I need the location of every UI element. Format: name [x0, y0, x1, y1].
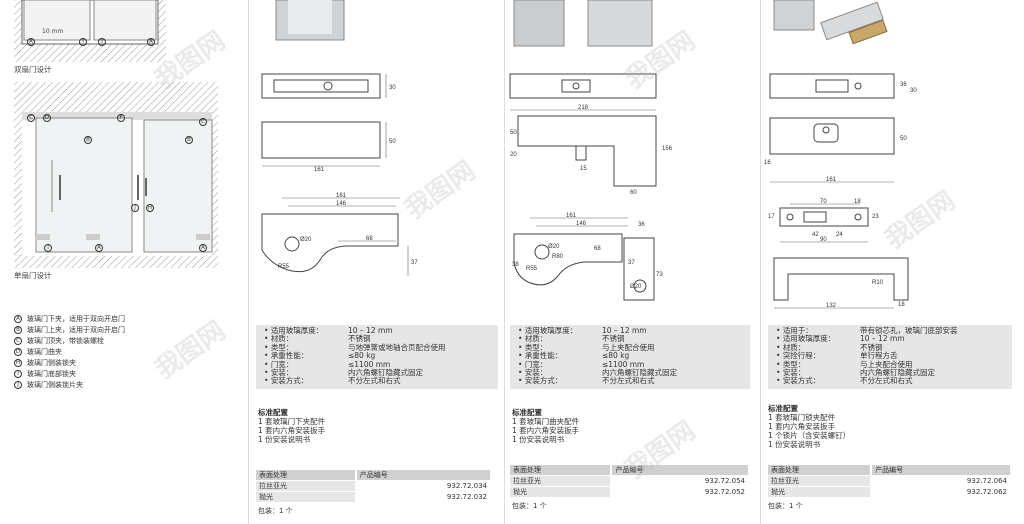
single-door-caption: 单扇门设计 [14, 271, 52, 280]
svg-text:68: 68 [594, 246, 601, 252]
svg-text:38: 38 [512, 262, 519, 268]
svg-text:161: 161 [566, 213, 577, 219]
svg-text:16: 16 [764, 160, 771, 166]
svg-text:37: 37 [628, 260, 635, 266]
gap-dimension: 10 mm [42, 28, 64, 35]
svg-text:15: 15 [580, 166, 587, 172]
svg-text:90: 90 [820, 237, 827, 243]
lock-fitting-drawing: 36 30 50 161 16 70 18 42 24 90 17 23 R10… [764, 0, 917, 309]
svg-text:156: 156 [662, 146, 673, 152]
packaging: 包装：1 个 [258, 507, 293, 515]
svg-text:146: 146 [336, 201, 347, 207]
svg-text:R80: R80 [552, 254, 564, 260]
marker-a: A [199, 234, 212, 253]
svg-text:Ø20: Ø20 [300, 237, 312, 243]
standard-config: 标准配置 1 套玻璃门曲夹配件 1 套内六角安装扳手 1 份安装说明书 [512, 408, 580, 444]
spec-panel: 适用于：带有锁芯孔，玻璃门底部安装 适用玻璃厚度：10 – 12 mm 材质：不… [768, 325, 1012, 389]
column-divider [760, 0, 761, 524]
marker-b: B [84, 126, 97, 145]
svg-text:60: 60 [630, 190, 637, 196]
marker-d: D [43, 114, 51, 122]
marker-f: F [117, 104, 130, 123]
svg-text:20: 20 [510, 152, 517, 158]
svg-text:37: 37 [411, 260, 418, 266]
svg-text:132: 132 [826, 303, 837, 309]
double-door-caption: 双扇门设计 [14, 65, 52, 74]
svg-text:17: 17 [768, 214, 775, 220]
curved-fitting-drawing: 218 50 156 20 15 60 161 146 36 Ø20 R80 6… [509, 0, 673, 301]
packaging: 包装：1 个 [512, 502, 547, 510]
standard-config: 标准配置 1 套玻璃门下夹配件 1 套内六角安装扳手 1 份安装说明书 [258, 408, 326, 444]
svg-text:36: 36 [900, 82, 907, 88]
marker-j: J [131, 194, 144, 213]
marker-a: A [95, 234, 108, 253]
svg-text:68: 68 [366, 236, 373, 242]
svg-text:30: 30 [389, 85, 396, 91]
patch-fitting-drawing: 30 50 161 161 146 Ø20 68 R55 37 [261, 0, 418, 276]
marker-i: I [98, 28, 111, 47]
svg-text:42: 42 [812, 232, 819, 238]
svg-text:R10: R10 [872, 280, 884, 286]
svg-text:161: 161 [336, 193, 347, 199]
packaging: 包装：1 个 [768, 502, 803, 510]
svg-text:73: 73 [656, 272, 663, 278]
svg-text:Ø20: Ø20 [630, 284, 642, 290]
marker-i: I [44, 234, 57, 253]
svg-text:146: 146 [576, 221, 587, 227]
marker-c: C [27, 104, 40, 123]
svg-text:50: 50 [900, 136, 907, 142]
svg-text:R55: R55 [526, 266, 538, 272]
svg-text:50: 50 [510, 130, 517, 136]
marker-b: B [185, 126, 198, 145]
svg-text:30: 30 [910, 88, 917, 94]
svg-text:161: 161 [826, 177, 837, 183]
standard-config: 标准配置 1 套玻璃门锁夹配件 1 套内六角安装扳手 1 个锁片（含安装螺钉） … [768, 404, 851, 449]
svg-text:24: 24 [836, 232, 843, 238]
svg-text:50: 50 [389, 139, 396, 145]
door-installation-diagrams [14, 0, 218, 268]
svg-text:R55: R55 [278, 264, 290, 270]
marker-h: H [146, 204, 154, 212]
svg-text:Ø20: Ø20 [548, 244, 560, 250]
svg-text:36: 36 [638, 222, 645, 228]
svg-text:70: 70 [820, 199, 827, 205]
marker-i: I [79, 28, 92, 47]
svg-text:218: 218 [578, 105, 589, 111]
column-divider [504, 0, 505, 524]
column-divider [248, 0, 249, 524]
marker-c: C [199, 108, 212, 127]
marker-a: A [147, 28, 160, 47]
svg-text:23: 23 [872, 214, 879, 220]
watermark: 我图网 [149, 315, 231, 386]
svg-text:18: 18 [898, 302, 905, 308]
spec-panel: 适用玻璃厚度：10 – 12 mm 材质：不锈钢 类型：与地弹簧或地轴合页配合使… [256, 325, 498, 389]
marker-a: A [27, 28, 40, 47]
spec-panel: 适用玻璃厚度：10 – 12 mm 材质：不锈钢 类型：与上夹配合使用 承重性能… [510, 325, 750, 389]
svg-text:161: 161 [314, 167, 325, 173]
svg-text:18: 18 [854, 199, 861, 205]
